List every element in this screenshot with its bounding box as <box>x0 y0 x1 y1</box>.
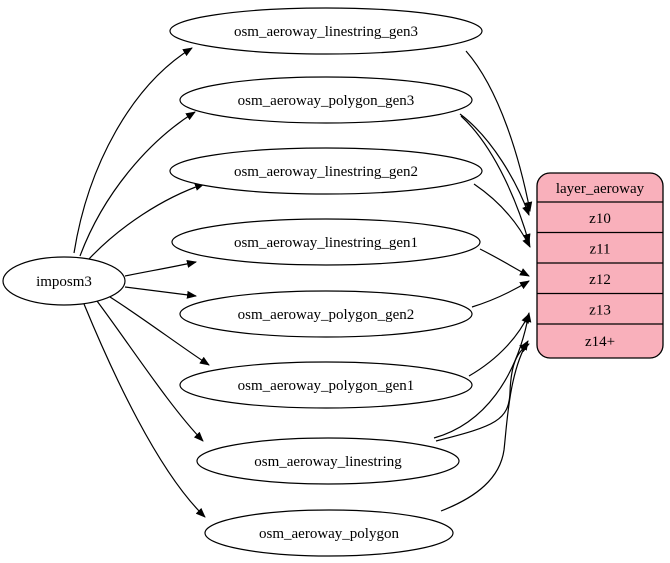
layer-row-z10: z10 <box>589 211 611 227</box>
linestring-gen2-ellipse <box>169 147 483 195</box>
polygon-gen2-label: osm_aeroway_polygon_gen2 <box>238 307 415 323</box>
node-osm-aeroway-polygon: osm_aeroway_polygon <box>204 509 454 557</box>
imposm3-ellipse <box>2 256 126 306</box>
edge-polygon-gen2-to-z12 <box>471 280 530 308</box>
node-imposm3: imposm3 <box>2 256 126 306</box>
node-osm-aeroway-linestring-gen3: osm_aeroway_linestring_gen3 <box>169 7 483 55</box>
edge-imposm3-to-polygon-gen3 <box>79 111 196 257</box>
edge-imposm3-to-polygon <box>83 303 206 518</box>
polygon-gen3-ellipse <box>179 76 473 124</box>
layer-row-z13: z13 <box>589 303 611 319</box>
linestring-gen1-ellipse <box>171 218 481 266</box>
node-osm-aeroway-linestring-gen1: osm_aeroway_linestring_gen1 <box>171 218 481 266</box>
node-osm-aeroway-polygon-gen1: osm_aeroway_polygon_gen1 <box>179 361 473 409</box>
layer-row-z14: z14+ <box>585 334 615 350</box>
edge-linestring-gen2-to-z11 <box>473 183 531 248</box>
polygon-gen2-ellipse <box>179 290 473 338</box>
edge-polygon-gen3-to-z11 <box>460 115 531 244</box>
edge-linestring-to-z13 <box>433 312 532 439</box>
edge-imposm3-to-polygon-gen2 <box>124 286 197 299</box>
polygon-gen1-label: osm_aeroway_polygon_gen1 <box>238 378 415 394</box>
node-osm-aeroway-polygon-gen2: osm_aeroway_polygon_gen2 <box>179 290 473 338</box>
polygon-ellipse <box>204 509 454 557</box>
edges-to-layer <box>433 50 533 512</box>
edge-imposm3-to-linestring-gen1 <box>124 260 197 277</box>
edge-polygon-gen1-to-z13 <box>468 313 530 377</box>
polygon-gen1-ellipse <box>179 361 473 409</box>
edge-polygon-gen3-to-z10 <box>459 113 530 216</box>
edge-linestring-gen3-to-z10 <box>465 50 533 212</box>
node-osm-aeroway-linestring: osm_aeroway_linestring <box>196 437 460 485</box>
edge-linestring-gen1-to-z12 <box>479 248 530 277</box>
layer-aeroway-title: layer_aeroway <box>556 181 645 197</box>
linestring-gen2-label: osm_aeroway_linestring_gen2 <box>234 164 418 180</box>
linestring-gen1-label: osm_aeroway_linestring_gen1 <box>234 235 418 251</box>
imposm3-label: imposm3 <box>36 274 92 290</box>
edges-from-source <box>73 47 210 518</box>
edge-imposm3-to-linestring-gen3 <box>73 47 193 254</box>
layer-row-z12: z12 <box>589 272 611 288</box>
edge-imposm3-to-linestring <box>96 300 204 442</box>
node-osm-aeroway-linestring-gen2: osm_aeroway_linestring_gen2 <box>169 147 483 195</box>
linestring-label: osm_aeroway_linestring <box>254 454 402 470</box>
node-layer-aeroway: layer_aeroway z10 z11 z12 z13 z14+ <box>536 172 664 359</box>
linestring-ellipse <box>196 437 460 485</box>
edge-polygon-to-z14 <box>440 340 529 512</box>
edge-linestring-to-z14 <box>435 343 530 442</box>
layer-row-z11: z11 <box>589 242 610 258</box>
layer-aeroway-box <box>536 172 664 359</box>
linestring-gen3-ellipse <box>169 7 483 55</box>
polygon-gen3-label: osm_aeroway_polygon_gen3 <box>238 93 415 109</box>
node-osm-aeroway-polygon-gen3: osm_aeroway_polygon_gen3 <box>179 76 473 124</box>
linestring-gen3-label: osm_aeroway_linestring_gen3 <box>234 24 418 40</box>
polygon-label: osm_aeroway_polygon <box>259 526 399 542</box>
edge-imposm3-to-polygon-gen1 <box>109 296 210 366</box>
edge-imposm3-to-linestring-gen2 <box>87 183 205 261</box>
